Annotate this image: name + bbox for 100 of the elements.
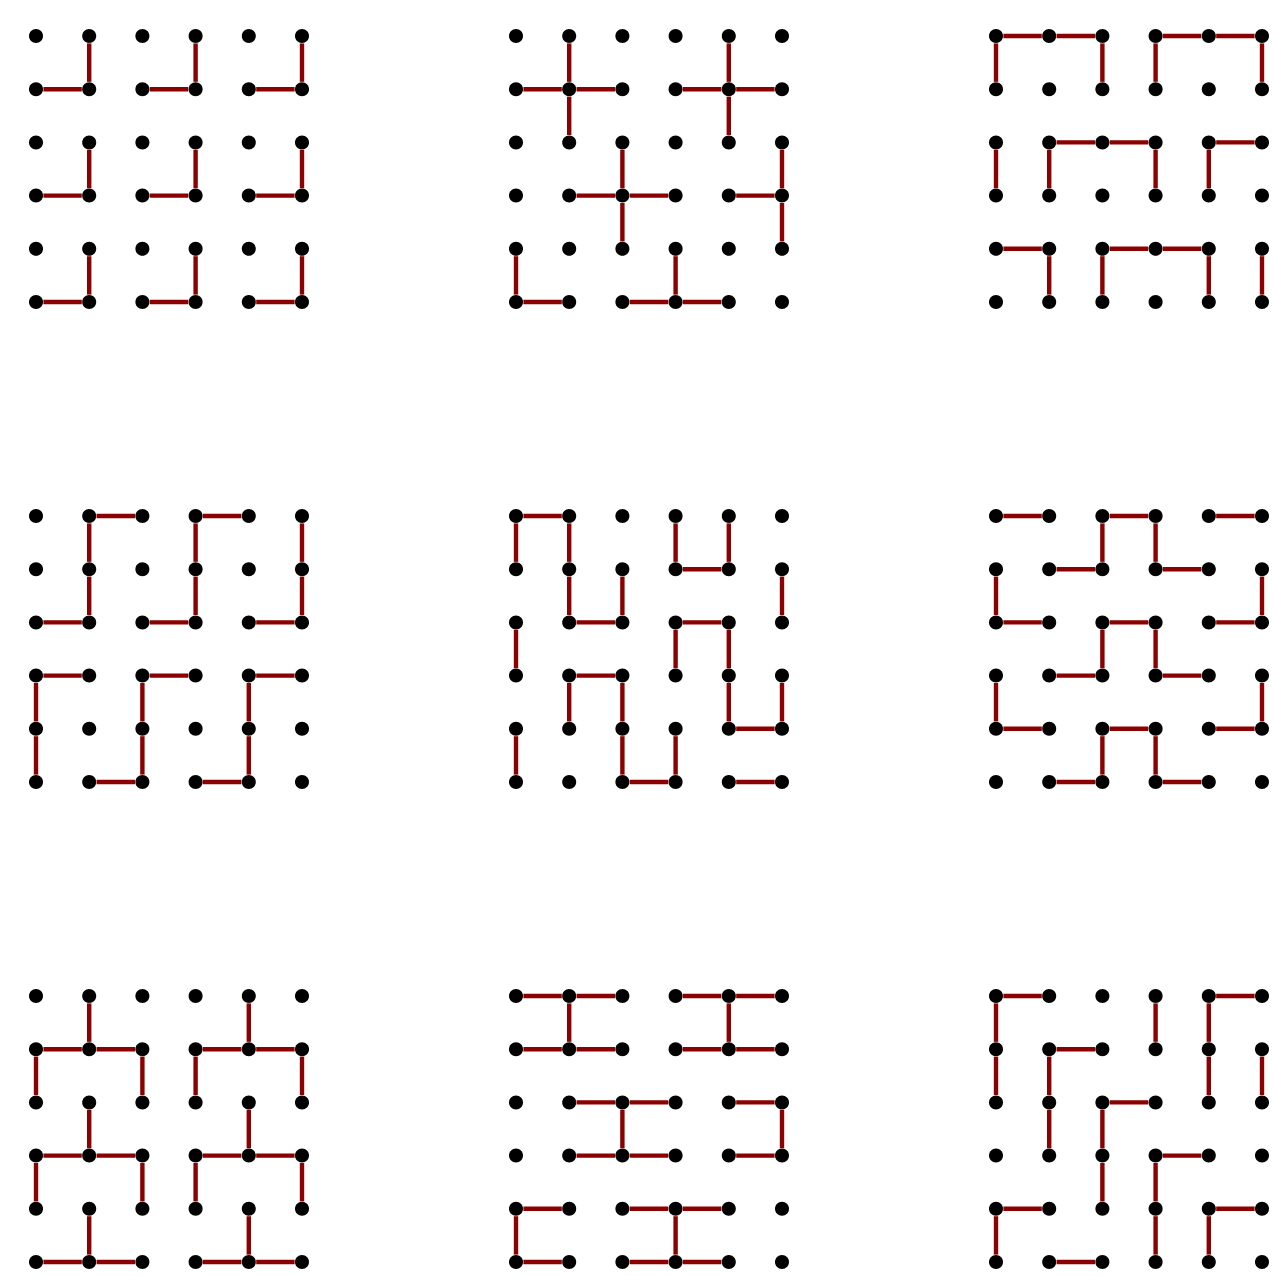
grid-dot bbox=[135, 775, 150, 789]
line-segment bbox=[523, 1047, 562, 1052]
grid-dot bbox=[775, 82, 789, 97]
grid-dot bbox=[241, 721, 256, 736]
grid-dot bbox=[775, 1201, 789, 1216]
grid-dot bbox=[29, 721, 43, 736]
grid-dot bbox=[509, 1095, 523, 1110]
line-segment bbox=[1047, 1056, 1052, 1095]
grid-dot bbox=[1201, 1042, 1216, 1057]
grid-dot bbox=[509, 668, 523, 683]
grid-dot bbox=[615, 295, 630, 309]
line-segment bbox=[149, 193, 189, 198]
grid-dot bbox=[1095, 135, 1110, 150]
grid-dot bbox=[775, 668, 789, 683]
grid-dot bbox=[295, 1095, 309, 1110]
grid-dot bbox=[295, 721, 309, 736]
line-segment bbox=[140, 1056, 145, 1095]
line-segment bbox=[1056, 33, 1095, 39]
grid-dot bbox=[1095, 721, 1110, 736]
line-segment bbox=[736, 87, 775, 92]
line-segment bbox=[513, 256, 519, 295]
grid-dot bbox=[509, 989, 523, 1003]
grid-dot bbox=[1148, 1148, 1163, 1163]
line-segment bbox=[1109, 246, 1149, 251]
grid-dot bbox=[29, 295, 43, 309]
grid-dot bbox=[1201, 82, 1216, 97]
grid-dot bbox=[1042, 668, 1057, 683]
grid-dot bbox=[1042, 615, 1057, 630]
line-segment bbox=[1003, 246, 1042, 251]
grid-dot bbox=[241, 668, 256, 683]
grid-dot bbox=[562, 1255, 577, 1269]
grid-dot bbox=[135, 615, 150, 630]
grid-dot bbox=[135, 989, 150, 1003]
grid-dot bbox=[29, 241, 43, 256]
grid-dot bbox=[241, 1095, 256, 1110]
grid-dot bbox=[668, 1095, 683, 1110]
grid-dot bbox=[1095, 1148, 1110, 1163]
line-segment bbox=[683, 1259, 722, 1265]
line-segment bbox=[629, 193, 669, 198]
line-segment bbox=[1259, 43, 1265, 82]
grid-dot bbox=[29, 135, 43, 150]
line-segment bbox=[1163, 779, 1202, 785]
grid-dot bbox=[615, 562, 630, 577]
line-segment bbox=[993, 1003, 999, 1042]
grid-dot bbox=[615, 82, 630, 97]
line-segment bbox=[620, 149, 625, 189]
grid-dot bbox=[668, 562, 683, 577]
grid-dot bbox=[989, 135, 1003, 150]
grid-dot bbox=[615, 1095, 630, 1110]
grid-dot bbox=[295, 509, 309, 523]
line-segment bbox=[246, 1109, 251, 1149]
grid-dot bbox=[1201, 989, 1216, 1003]
grid-dot bbox=[989, 82, 1003, 97]
line-segment bbox=[203, 1153, 242, 1158]
grid-dot bbox=[668, 1201, 683, 1216]
line-segment bbox=[523, 1206, 562, 1211]
line-segment bbox=[1109, 513, 1149, 519]
line-segment bbox=[256, 1047, 295, 1052]
grid-dot bbox=[82, 82, 97, 97]
grid-dot bbox=[1255, 135, 1269, 150]
line-segment bbox=[193, 576, 198, 615]
grid-dot bbox=[668, 188, 683, 203]
line-segment bbox=[87, 43, 92, 82]
line-segment bbox=[726, 1003, 731, 1042]
grid-dot bbox=[1255, 1255, 1269, 1269]
grid-dot bbox=[615, 775, 630, 789]
line-segment bbox=[246, 736, 251, 775]
grid-dot bbox=[82, 668, 97, 683]
grid-dot bbox=[135, 1148, 150, 1163]
line-segment bbox=[87, 1109, 92, 1149]
grid-dot bbox=[1201, 1201, 1216, 1216]
grid-dot bbox=[295, 1201, 309, 1216]
grid-dot bbox=[562, 1148, 577, 1163]
grid-dot bbox=[775, 509, 789, 523]
grid-dot bbox=[82, 241, 97, 256]
line-segment bbox=[1003, 620, 1042, 625]
line-segment bbox=[43, 299, 82, 305]
grid-dot bbox=[1255, 29, 1269, 43]
grid-dot bbox=[1095, 295, 1110, 309]
line-segment bbox=[1047, 149, 1052, 189]
grid-dot bbox=[562, 509, 577, 523]
line-segment bbox=[96, 513, 135, 519]
grid-dot bbox=[989, 775, 1003, 789]
grid-dot bbox=[295, 1042, 309, 1057]
line-segment bbox=[523, 299, 562, 305]
grid-dot bbox=[721, 1148, 736, 1163]
grid-dot bbox=[775, 1042, 789, 1057]
grid-dot bbox=[989, 721, 1003, 736]
grid-dot bbox=[1042, 1148, 1057, 1163]
line-segment bbox=[523, 87, 562, 92]
line-segment bbox=[1216, 993, 1255, 999]
grid-dot bbox=[1201, 295, 1216, 309]
grid-dot bbox=[29, 29, 43, 43]
line-segment bbox=[1109, 140, 1149, 145]
grid-dot bbox=[509, 135, 523, 150]
grid-dot bbox=[1201, 135, 1216, 150]
line-segment bbox=[576, 993, 615, 999]
line-segment bbox=[629, 779, 669, 785]
grid-dot bbox=[295, 135, 309, 150]
grid-dot bbox=[721, 1042, 736, 1057]
